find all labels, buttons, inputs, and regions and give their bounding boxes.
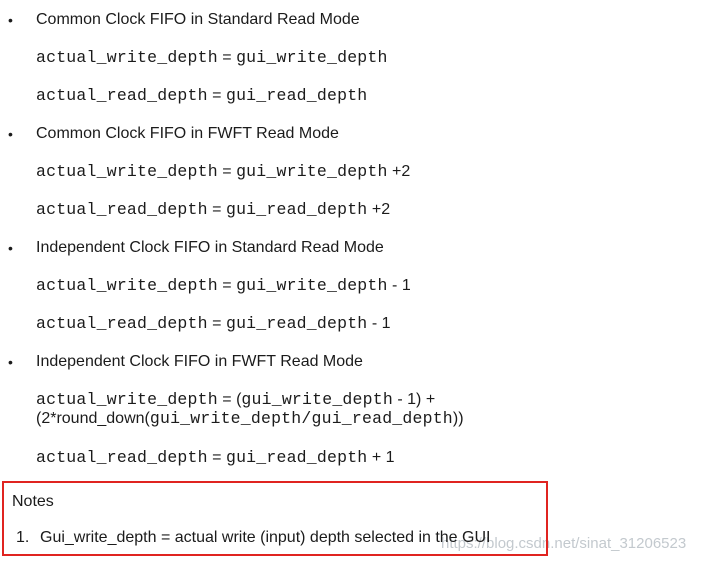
formula-segment: )) [452,410,464,427]
formula-segment: + 1 [367,449,395,466]
fifo-depth-rules-list: • Common Clock FIFO in Standard Read Mode… [0,10,716,468]
note-item-text: Gui_write_depth = actual write (input) d… [40,529,491,546]
bullet-icon: • [8,126,13,142]
formula-line: actual_write_depth = gui_write_depth +2 [36,162,716,182]
formula-segment: = [207,449,226,466]
formula-segment: actual_read_depth [36,448,208,467]
formula-line: actual_write_depth = gui_write_depth - 1 [36,276,716,296]
formula-segment: = [207,315,226,332]
section-heading-row: • Common Clock FIFO in FWFT Read Mode [0,124,716,144]
formula-segment: gui_write_depth/gui_read_depth [149,409,453,428]
formula-segment: gui_write_depth [236,276,388,295]
formula-segment: +2 [367,201,391,218]
formula-segment: gui_write_depth [236,162,388,181]
bullet-icon: • [8,240,13,256]
bullet-icon: • [8,354,13,370]
formula-segment: = [207,87,226,104]
formula-segment: gui_read_depth [225,314,368,333]
formula-line: actual_read_depth = gui_read_depth - 1 [36,314,716,334]
section-heading-row: • Common Clock FIFO in Standard Read Mode [0,10,716,30]
formula-segment: = [207,201,226,218]
formula-segment: actual_read_depth [36,200,208,219]
formula-segment: - 1) + [392,391,436,408]
bullet-icon: • [8,12,13,28]
formula-line: actual_write_depth = gui_write_depth [36,48,716,68]
formula-line: actual_write_depth = (gui_write_depth - … [36,390,716,409]
notes-highlight-box: Notes 1. Gui_write_depth = actual write (… [2,481,548,556]
formula-segment: = [217,277,237,294]
note-item: 1. Gui_write_depth = actual write (input)… [16,528,490,548]
formula-segment: actual_read_depth [36,86,208,105]
formula-line: actual_read_depth = gui_read_depth [36,86,716,106]
formula-segment: gui_read_depth [225,200,368,219]
section-heading-row: • Independent Clock FIFO in FWFT Read Mod… [0,352,716,372]
formula-segment: gui_read_depth [225,86,368,105]
section-heading: Independent Clock FIFO in FWFT Read Mode [36,353,363,370]
formula-segment: +2 [387,163,411,180]
formula-segment: = ( [217,391,242,408]
formula-line: (2*round_down(gui_write_depth/gui_read_d… [36,409,716,428]
formula-segment: gui_write_depth [241,390,393,409]
formula-line: actual_read_depth = gui_read_depth +2 [36,200,716,220]
section-heading: Common Clock FIFO in Standard Read Mode [36,11,360,28]
notes-title: Notes [12,493,54,510]
formula-line: actual_read_depth = gui_read_depth + 1 [36,448,716,468]
formula-segment: = [217,49,237,66]
formula-segment: gui_read_depth [225,448,368,467]
formula-segment: - 1 [387,277,411,294]
formula-segment: actual_write_depth [36,48,218,67]
formula-segment: gui_write_depth [236,48,388,67]
section-heading: Common Clock FIFO in FWFT Read Mode [36,125,339,142]
formula-segment: actual_write_depth [36,276,218,295]
formula-segment: actual_write_depth [36,162,218,181]
note-item-number: 1. [16,529,30,546]
formula-segment: actual_read_depth [36,314,208,333]
formula-segment: = [217,163,237,180]
section-heading-row: • Independent Clock FIFO in Standard Read… [0,238,716,258]
section-heading: Independent Clock FIFO in Standard Read … [36,239,384,256]
formula-segment: - 1 [367,315,391,332]
formula-segment: (2*round_down( [36,410,150,427]
watermark-text: https://blog.csdn.net/sinat_31206523 [441,535,687,552]
formula-segment: actual_write_depth [36,390,218,409]
